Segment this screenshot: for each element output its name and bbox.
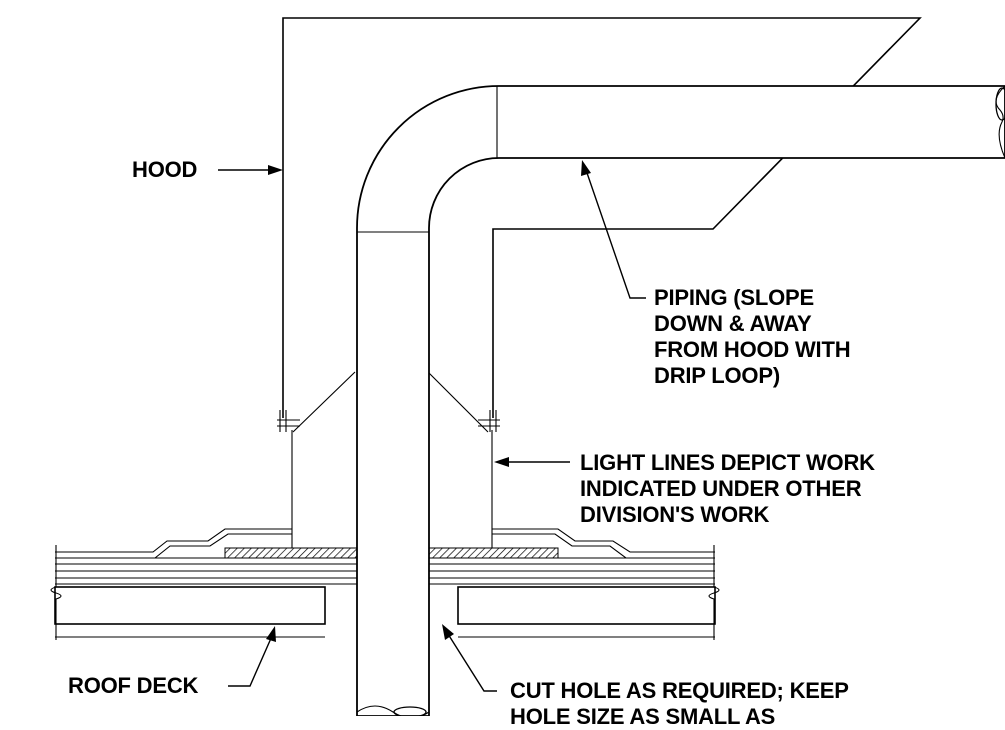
label-light-lines-line-1: LIGHT LINES DEPICT WORK xyxy=(580,450,875,475)
hood-flange-right xyxy=(478,410,500,432)
label-piping-line-3: FROM HOOD WITH xyxy=(654,337,851,362)
label-light-lines-line-2: INDICATED UNDER OTHER xyxy=(580,476,862,501)
leader-light-lines xyxy=(494,457,570,467)
label-cut-hole: CUT HOLE AS REQUIRED; KEEP HOLE SIZE AS … xyxy=(510,678,849,730)
label-hood: HOOD xyxy=(132,157,198,182)
label-piping-line-2: DOWN & AWAY xyxy=(654,311,812,336)
leader-piping xyxy=(581,160,646,299)
label-piping-line-1: PIPING (SLOPE xyxy=(654,285,814,310)
break-line-right xyxy=(708,545,720,640)
pipe-bottom-break xyxy=(356,705,430,716)
curb-diagonal-right xyxy=(427,371,489,433)
roof-membrane xyxy=(55,528,715,585)
label-cut-hole-line-1: CUT HOLE AS REQUIRED; KEEP xyxy=(510,678,849,703)
flashing-left xyxy=(224,547,359,559)
leader-roof-deck xyxy=(228,626,276,687)
leader-cut-hole xyxy=(442,624,497,692)
label-roof-deck: ROOF DECK xyxy=(68,673,199,698)
pipe-end-break-ellipse xyxy=(995,87,1005,121)
flashing-right xyxy=(427,547,559,559)
roof-deck-right xyxy=(457,586,716,625)
label-piping-line-4: DRIP LOOP) xyxy=(654,363,780,388)
roof-deck-left xyxy=(54,586,326,625)
label-light-lines-line-3: DIVISION'S WORK xyxy=(580,502,770,527)
curb-diagonal-left xyxy=(292,371,356,433)
label-cut-hole-line-2: HOLE SIZE AS SMALL AS xyxy=(510,704,776,729)
break-line-left xyxy=(50,545,62,640)
leader-hood xyxy=(218,165,283,175)
label-piping: PIPING (SLOPE DOWN & AWAY FROM HOOD WITH… xyxy=(654,285,851,389)
label-light-lines: LIGHT LINES DEPICT WORK INDICATED UNDER … xyxy=(580,450,875,528)
pipe-bottom-break-ellipse xyxy=(393,706,427,716)
hood-flange-left xyxy=(277,410,300,432)
pipe xyxy=(356,85,1005,716)
